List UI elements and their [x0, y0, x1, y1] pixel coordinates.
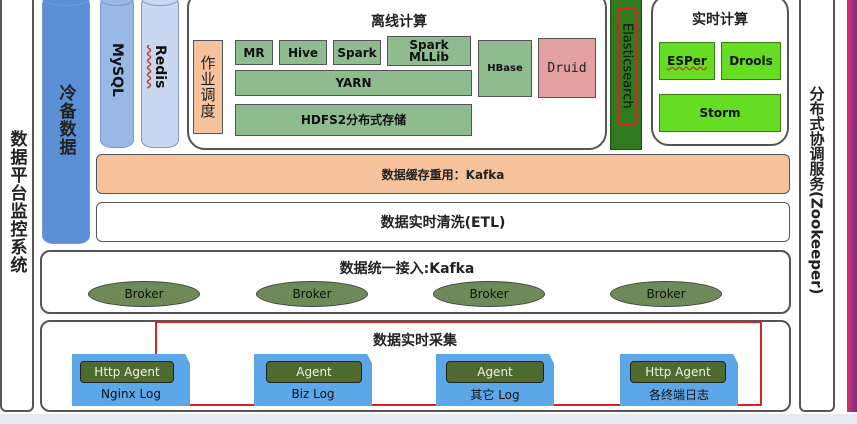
yarn-box: YARN [235, 70, 472, 96]
etl-label: 数据实时清洗(ETL) [380, 215, 506, 231]
biz-log-label: Biz Log [291, 387, 335, 401]
kafka-cache-label: 数据缓存重用：Kafka [381, 167, 505, 182]
drools-box: Drools [721, 42, 781, 80]
spark-mllib-box: Spark MLLib [387, 36, 471, 66]
other-agent: Agent [446, 361, 544, 383]
broker-2: Broker [256, 281, 368, 307]
esper-label: ESPer [667, 54, 707, 68]
bottom-band [0, 414, 857, 424]
redis-storage: Redis [141, 0, 179, 148]
elasticsearch-label: Elasticsearch [619, 23, 635, 109]
mysql-label: MySQL [109, 43, 125, 97]
offline-compute-title: 离线计算 [371, 14, 427, 30]
biz-agent: Agent [266, 361, 362, 383]
coordination-service-panel: 分布式协调服务(Zookeeper) [799, 0, 835, 412]
realtime-compute-title: 实时计算 [692, 12, 748, 28]
monitoring-system-panel: 数据平台监控系统 [0, 0, 34, 412]
broker-1: Broker [88, 281, 200, 307]
job-scheduler-box: 作业调度 [193, 40, 223, 134]
job-scheduler-label: 作业调度 [198, 55, 217, 119]
cold-backup-label: 冷备数据 [55, 84, 76, 156]
monitoring-system-label: 数据平台监控系统 [6, 130, 27, 274]
broker-3: Broker [433, 281, 545, 307]
broker-4: Broker [610, 281, 722, 307]
elasticsearch-highlight: Elasticsearch [617, 7, 637, 125]
terminal-log-label: 各终端日志 [648, 387, 709, 402]
hbase-box: HBase [478, 40, 532, 97]
druid-box: Druid [538, 38, 596, 98]
redis-label: Redis [152, 45, 168, 89]
kafka-cache-bar: 数据缓存重用：Kafka [96, 154, 790, 194]
other-log-label: 其它 Log [470, 387, 520, 402]
nginx-log-label: Nginx Log [101, 387, 161, 401]
nginx-http-agent: Http Agent [80, 361, 174, 383]
coordination-service-label: 分布式协调服务(Zookeeper) [807, 86, 826, 295]
elasticsearch-box: Elasticsearch [610, 0, 642, 150]
spark-box: Spark [333, 40, 381, 65]
cold-backup-storage: 冷备数据 [42, 0, 90, 244]
right-edge-strip [847, 0, 857, 412]
esper-box: ESPer [659, 42, 715, 80]
hdfs-box: HDFS2分布式存储 [235, 104, 472, 136]
storm-box: Storm [659, 94, 781, 132]
terminal-http-agent: Http Agent [630, 361, 726, 383]
etl-bar: 数据实时清洗(ETL) [96, 202, 790, 242]
unified-access-title: 数据统一接入:Kafka [339, 261, 475, 277]
hive-box: Hive [279, 40, 327, 65]
mr-box: MR [235, 40, 273, 65]
mysql-storage: MySQL [100, 0, 134, 148]
data-collection-title: 数据实时采集 [373, 333, 457, 349]
